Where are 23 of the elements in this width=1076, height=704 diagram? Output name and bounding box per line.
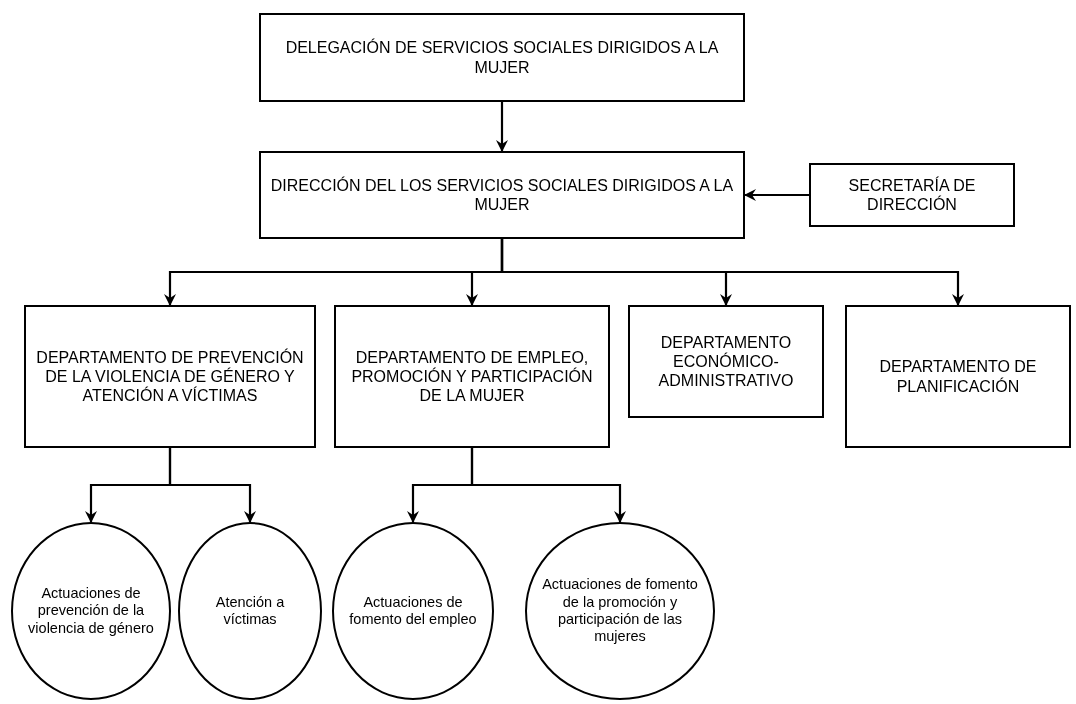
- org-box: [24, 305, 316, 448]
- node-label: DIRECCIÓN DEL LOS SERVICIOS SOCIALES DIRIGIDOS A LA MUJER: [269, 175, 735, 215]
- node-label: Actuaciones de fomento del empleo: [348, 593, 478, 629]
- node-label: Actuaciones de fomento de la promoción y participación de las mujeres: [541, 576, 699, 646]
- node-label: DEPARTAMENTO DE EMPLEO, PROMOCIÓN Y PARTICIPACIÓN DE LA MUJER: [350, 347, 594, 406]
- org-box: [259, 151, 745, 239]
- org-box: [845, 305, 1071, 448]
- node-label: DEPARTAMENTO ECONÓMICO-ADMINISTRATIVO: [657, 332, 795, 391]
- node-label: DEPARTAMENTO DE PREVENCIÓN DE LA VIOLENCIA DE GÉNERO Y ATENCIÓN A VÍCTIMAS: [35, 347, 305, 406]
- node-label: SECRETARÍA DE DIRECCIÓN: [847, 175, 977, 215]
- arrow: [500, 239, 964, 306]
- node-label: Actuaciones de prevención de la violencia de género: [27, 584, 155, 638]
- org-box: [259, 13, 745, 102]
- node-label: DELEGACIÓN DE SERVICIOS SOCIALES DIRIGIDOS A LA MUJER: [284, 38, 720, 77]
- org-box: [809, 163, 1015, 227]
- arrow: [168, 448, 256, 523]
- arrow: [496, 102, 508, 152]
- arrow: [744, 189, 809, 201]
- node-label: Atención a víctimas: [214, 593, 286, 629]
- arrow: [470, 448, 626, 523]
- org-box: [628, 305, 824, 418]
- org-box: [334, 305, 610, 448]
- node-label: DEPARTAMENTO DE PLANIFICACIÓN: [878, 357, 1038, 396]
